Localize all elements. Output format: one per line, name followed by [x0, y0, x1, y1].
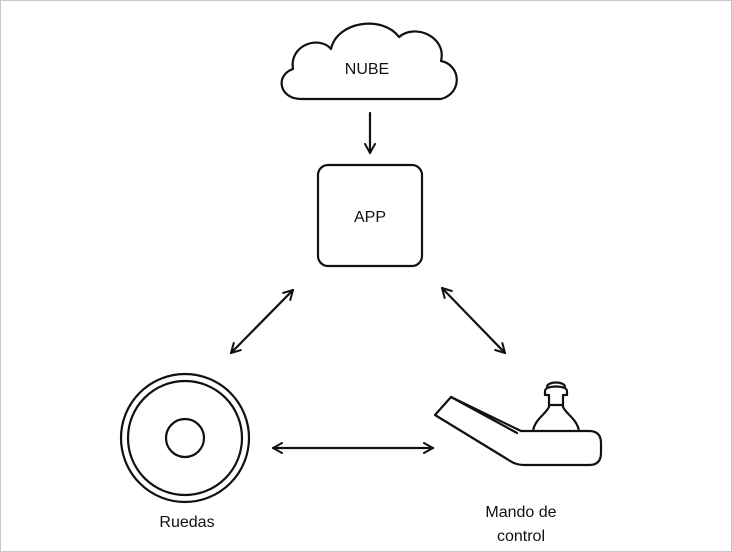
wheel-icon [119, 372, 251, 504]
arrow-app-remote [440, 286, 507, 355]
remote-node: Mando de control [433, 381, 603, 545]
remote-label-line2: control [497, 528, 545, 545]
rounded-square-icon [316, 163, 424, 268]
cloud-node: NUBE [280, 22, 458, 101]
joystick-remote-icon [433, 381, 603, 467]
wheels-node: Ruedas [119, 372, 251, 531]
remote-label-line1: Mando de [485, 504, 556, 521]
cloud-icon [280, 22, 458, 101]
app-node: APP [316, 163, 424, 268]
arrow-app-wheels [229, 288, 295, 355]
wheels-label: Ruedas [159, 514, 214, 531]
cloud-label: NUBE [345, 61, 389, 78]
app-label: APP [354, 209, 386, 226]
